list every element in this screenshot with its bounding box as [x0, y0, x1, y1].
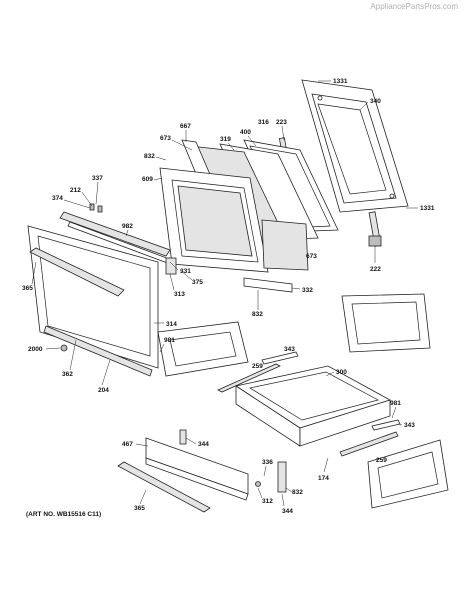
clip-344-right[interactable] [277, 461, 287, 493]
rail-259-right[interactable] [339, 431, 399, 457]
hinge-222[interactable] [368, 211, 382, 247]
bumper-2000[interactable] [60, 344, 68, 352]
strip-362[interactable] [43, 325, 153, 377]
label-673-upper: 673 [160, 135, 171, 142]
side-panel-981-left[interactable] [157, 321, 249, 377]
screw-312[interactable] [255, 481, 261, 487]
label-344-lower: 344 [282, 508, 293, 515]
label-375: 375 [192, 279, 203, 286]
label-981-left: 981 [164, 337, 175, 344]
label-365-drawer: 365 [134, 505, 145, 512]
label-832-lower: 832 [252, 311, 263, 318]
label-981-right: 981 [390, 400, 401, 407]
rail-259-left[interactable] [217, 363, 281, 393]
label-204: 204 [98, 387, 109, 394]
label-609: 609 [142, 176, 153, 183]
label-337: 337 [92, 175, 103, 182]
label-832-upper: 832 [144, 153, 155, 160]
watermark: AppliancePartsPros.com [370, 2, 458, 11]
label-331: 331 [180, 268, 191, 275]
vent-332[interactable] [243, 277, 293, 293]
drawer-handle-365[interactable] [117, 461, 211, 513]
label-832-bottom: 832 [292, 489, 303, 496]
label-343-right: 343 [404, 422, 415, 429]
label-673-lower: 673 [306, 253, 317, 260]
label-174: 174 [318, 475, 329, 482]
label-362: 362 [62, 371, 73, 378]
side-panel-right-top[interactable] [341, 293, 431, 353]
label-319: 319 [220, 136, 231, 143]
bracket-313[interactable] [165, 257, 177, 275]
label-2000: 2000 [28, 346, 43, 353]
label-300: 300 [336, 369, 347, 376]
label-223: 223 [276, 119, 287, 126]
label-312: 312 [262, 498, 273, 505]
door-handle-365[interactable] [29, 247, 125, 297]
label-313: 313 [174, 291, 185, 298]
label-332: 332 [302, 287, 313, 294]
label-1331-top: 1331 [333, 78, 348, 85]
label-340: 340 [370, 98, 381, 105]
slide-343-right[interactable] [371, 419, 401, 431]
label-343-left: 343 [284, 346, 295, 353]
drawer-front-467[interactable] [145, 437, 249, 501]
label-467: 467 [122, 441, 133, 448]
label-982: 982 [122, 223, 133, 230]
label-259-left: 259 [252, 363, 263, 370]
label-212: 212 [70, 187, 81, 194]
side-panel-right-bottom[interactable] [367, 439, 449, 509]
label-365-door: 365 [22, 285, 33, 292]
label-344-upper: 344 [198, 441, 209, 448]
label-1331-right: 1331 [420, 205, 435, 212]
label-314: 314 [166, 321, 177, 328]
label-336: 336 [262, 459, 273, 466]
clip-337[interactable] [89, 203, 103, 213]
label-667: 667 [180, 123, 191, 130]
label-400: 400 [240, 129, 251, 136]
label-222: 222 [370, 266, 381, 273]
clip-344-left[interactable] [179, 429, 187, 445]
label-374: 374 [52, 195, 63, 202]
label-259-right: 259 [376, 457, 387, 464]
door-frame-340[interactable] [301, 79, 409, 213]
insulation-673-lower[interactable] [261, 219, 309, 271]
slide-343-left[interactable] [261, 351, 299, 365]
label-316: 316 [258, 119, 269, 126]
drawer-300[interactable] [234, 365, 392, 447]
trim-982[interactable] [59, 211, 173, 265]
inner-door-609[interactable] [159, 167, 269, 273]
art-number: (ART NO. WB15516 C11) [26, 511, 102, 518]
